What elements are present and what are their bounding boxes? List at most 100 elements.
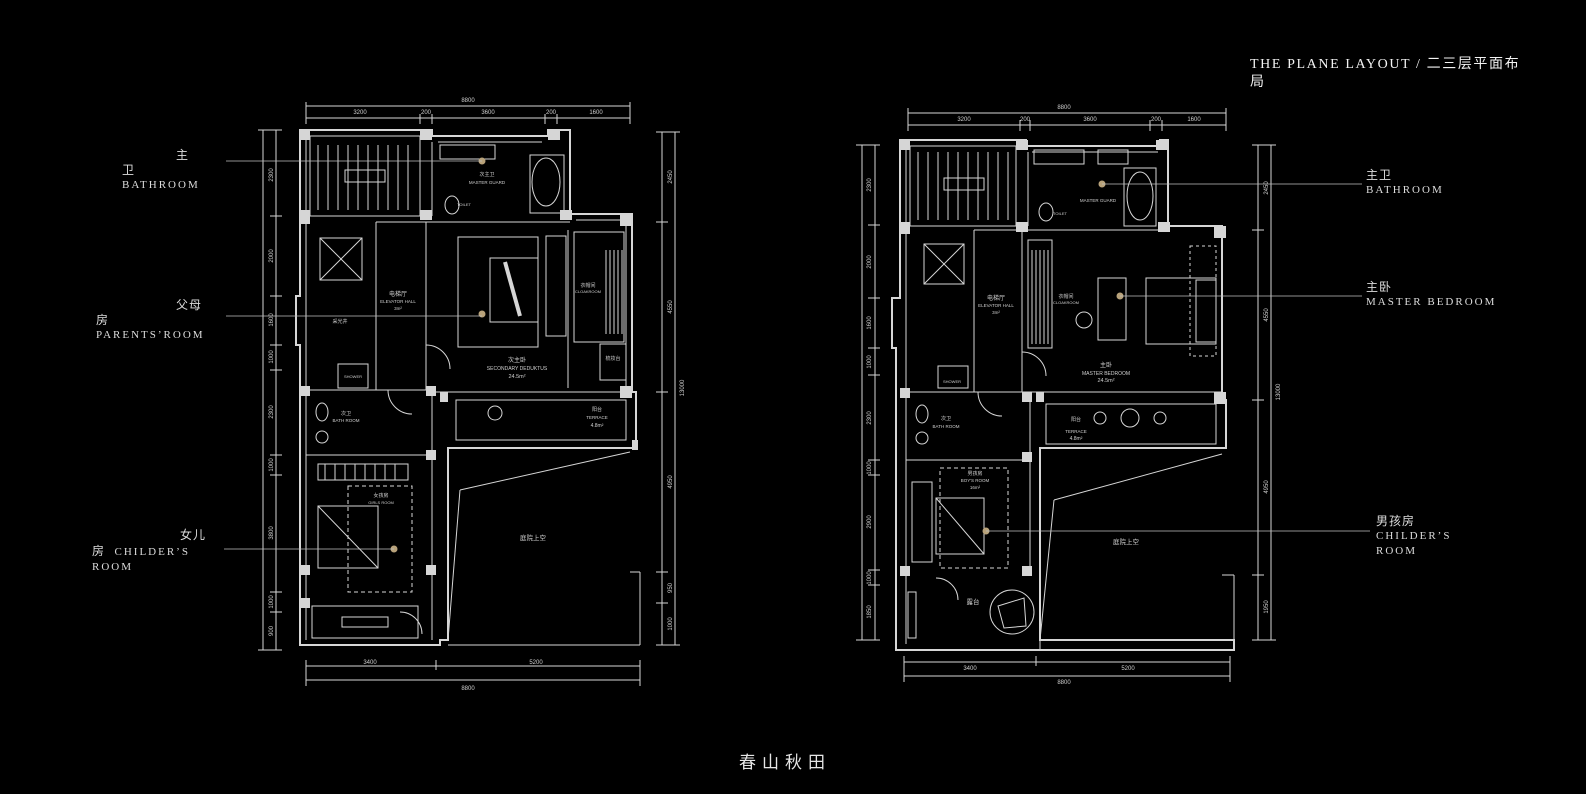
r-dim-top-total: 8800 [1057,105,1071,111]
room-shower: SHOWER [344,374,362,379]
callout-left-bathroom-zh1: 主 [176,148,190,162]
dim-bottom-total: 8800 [461,686,475,692]
dim-top-4: 200 [546,110,557,116]
brand-logo-text: 春山秋田 [739,753,831,772]
callout-right-boys-en2: ROOM [1376,545,1418,557]
room-terrace-area: 4.8m² [591,423,604,429]
dim-left-7: 3800 [269,526,275,540]
r-room-terrace-area: 4.8m² [1070,436,1083,442]
room-terrace-zh: 阳台 [592,406,602,413]
room-lightwell: 采光井 [332,318,347,325]
dim-top-5: 1600 [589,110,603,116]
r-room-master-area: 24.5m² [1097,378,1114,384]
room-girls-zh: 女孩房 [373,492,388,499]
callout-left-bathroom: 卫 BATHROOM [122,163,200,193]
r-room-bath-zh: 次卫 [941,415,951,422]
r-dim-left-6: 1000 [867,461,873,475]
room-courtyard: 庭院上空 [520,533,547,542]
dim-right-2: 4550 [668,300,674,314]
callout-right-boys: 男孩房 CHILDER’S ROOM [1376,514,1451,559]
r-dim-left-3: 1600 [867,316,873,330]
r-dim-right-1: 2450 [1264,181,1270,195]
sheet-title: THE PLANE LAYOUT / 二三层平面布 局 [1250,56,1550,92]
callout-left-daughter-zh2: 房 [92,544,106,558]
room-terrace: TERRACE [586,415,608,420]
callout-right-bathroom: 主卫 BATHROOM [1366,168,1444,198]
dim-right-4: 4950 [668,475,674,489]
dim-left-8: 1000 [269,595,275,609]
callout-left-daughter: 房 CHILDER’S ROOM [92,544,190,575]
r-dim-bottom-2: 5200 [1121,666,1135,672]
dim-bottom-2: 5200 [529,660,543,666]
r-room-boys-area: 16m² [970,485,981,490]
callout-left-parents-zh1: 父母 [176,298,203,312]
callout-left-parents: 房 PARENTS’ROOM [96,313,205,343]
dim-left-9: 900 [269,625,275,636]
dim-left-5: 2300 [269,405,275,419]
room-elevator: ELEVATOR HALL [380,299,416,304]
callout-right-boys-zh: 男孩房 [1376,514,1416,528]
r-room-master-guard: MASTER GUARD [1080,198,1117,203]
r-dim-left-7: 2900 [867,515,873,529]
room-master-guard-zh: 次主卫 [479,171,494,178]
r-room-bath: BATH ROOM [933,424,960,429]
r-dim-top-5: 1600 [1187,117,1201,123]
r-dim-left-1: 2300 [867,178,873,192]
room-cloakroom: CLOAKROOM [575,289,601,294]
r-room-terrace-zh: 阳台 [1071,416,1081,423]
r-dim-right-4: 4950 [1264,480,1270,494]
dim-top-3: 3600 [481,110,495,116]
dim-left-2: 2000 [269,249,275,263]
room-secondary-zh: 次主卧 [508,356,526,364]
r-room-boys-zh: 男孩房 [967,470,982,477]
r-room-boys: BOY'S ROOM [961,478,990,483]
room-bath-zh: 次卫 [341,410,351,417]
callout-right-master-en: MASTER BEDROOM [1366,296,1497,308]
r-dim-bottom-total: 8800 [1057,680,1071,686]
sheet-title-line2: 局 [1250,75,1266,90]
r-dim-left-4: 1000 [867,355,873,369]
room-bath: BATH ROOM [333,418,360,423]
sheet-title-line1: THE PLANE LAYOUT / 二三层平面布 [1250,57,1521,72]
r-dim-left-2: 2000 [867,255,873,269]
r-dim-top-4: 200 [1151,117,1162,123]
room-elevator-zh: 电梯厅 [389,290,407,298]
room-girls: GIRLS ROOM [368,500,394,505]
room-secondary-area: 24.5m² [508,374,525,380]
dim-left-3: 1600 [269,313,275,327]
room-master-guard: MASTER GUARD [469,180,506,185]
callout-left-daughter-zh1: 女儿 [180,528,207,542]
callout-left-daughter-en2: ROOM [92,561,134,573]
dim-right-5: 950 [668,582,674,593]
dim-right-3: 13000 [680,379,686,396]
room-dresser: 梳妆台 [605,355,620,362]
r-dim-left-8: 1000 [867,571,873,585]
callout-right-master: 主卧 MASTER BEDROOM [1366,280,1496,310]
room-toilet: TOILET [457,202,471,207]
r-room-toilet: TOILET [1053,211,1067,216]
dim-left-6: 1000 [269,458,275,472]
dim-left-1: 2300 [269,168,275,182]
r-dim-left-5: 2300 [867,411,873,425]
r-room-deck: 露台 [967,597,980,606]
dim-top-1: 3200 [353,110,367,116]
r-room-shower: SHOWER [943,379,961,384]
r-room-terrace: TERRACE [1065,429,1087,434]
right-floor-plan [856,108,1370,682]
callout-left-daughter-en: CHILDER’S [114,546,190,558]
r-dim-right-3: 13000 [1276,383,1282,400]
callout-right-bathroom-en: BATHROOM [1366,184,1444,196]
room-cloakroom-zh: 衣帽间 [580,282,595,289]
r-room-elevator: ELEVATOR HALL [978,303,1014,308]
room-elevator-area: 3m² [394,306,402,311]
r-dim-right-5: 1950 [1264,600,1270,614]
room-secondary: SECONDARY DEDUKTUS [487,366,548,372]
callout-right-bathroom-zh: 主卫 [1366,168,1393,182]
r-dim-top-2: 200 [1020,117,1031,123]
callout-left-bathroom-zh2: 卫 [122,163,136,177]
r-room-elevator-zh: 电梯厅 [987,294,1005,302]
r-room-master-zh: 主卧 [1100,361,1112,369]
left-floor-plan [224,102,680,686]
